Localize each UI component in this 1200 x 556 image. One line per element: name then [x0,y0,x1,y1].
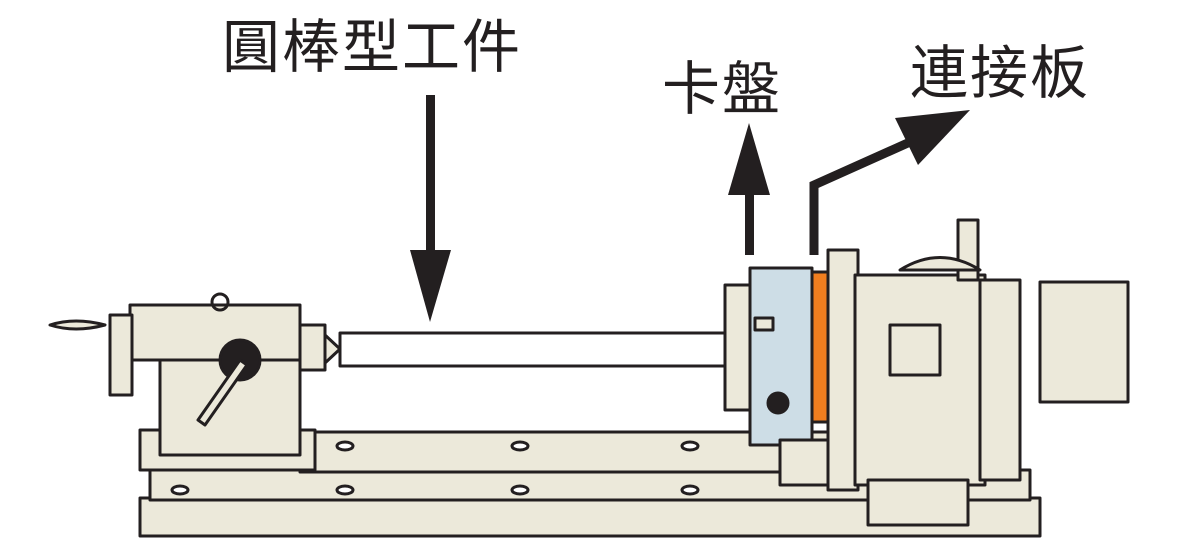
chuck [723,266,814,447]
adapter-plate-label: 連接板 [910,39,1091,107]
rotary-table [778,218,1130,527]
chuck-label: 卡盤 [662,55,783,123]
adapter-plate-arrow [809,110,970,255]
adapter-plate [810,270,830,424]
round-bar-workpiece [338,331,727,368]
workpiece-arrow [410,95,451,322]
chuck-arrow [728,123,770,255]
workpiece-label: 圓棒型工件 [222,13,523,81]
tailstock [48,292,342,472]
